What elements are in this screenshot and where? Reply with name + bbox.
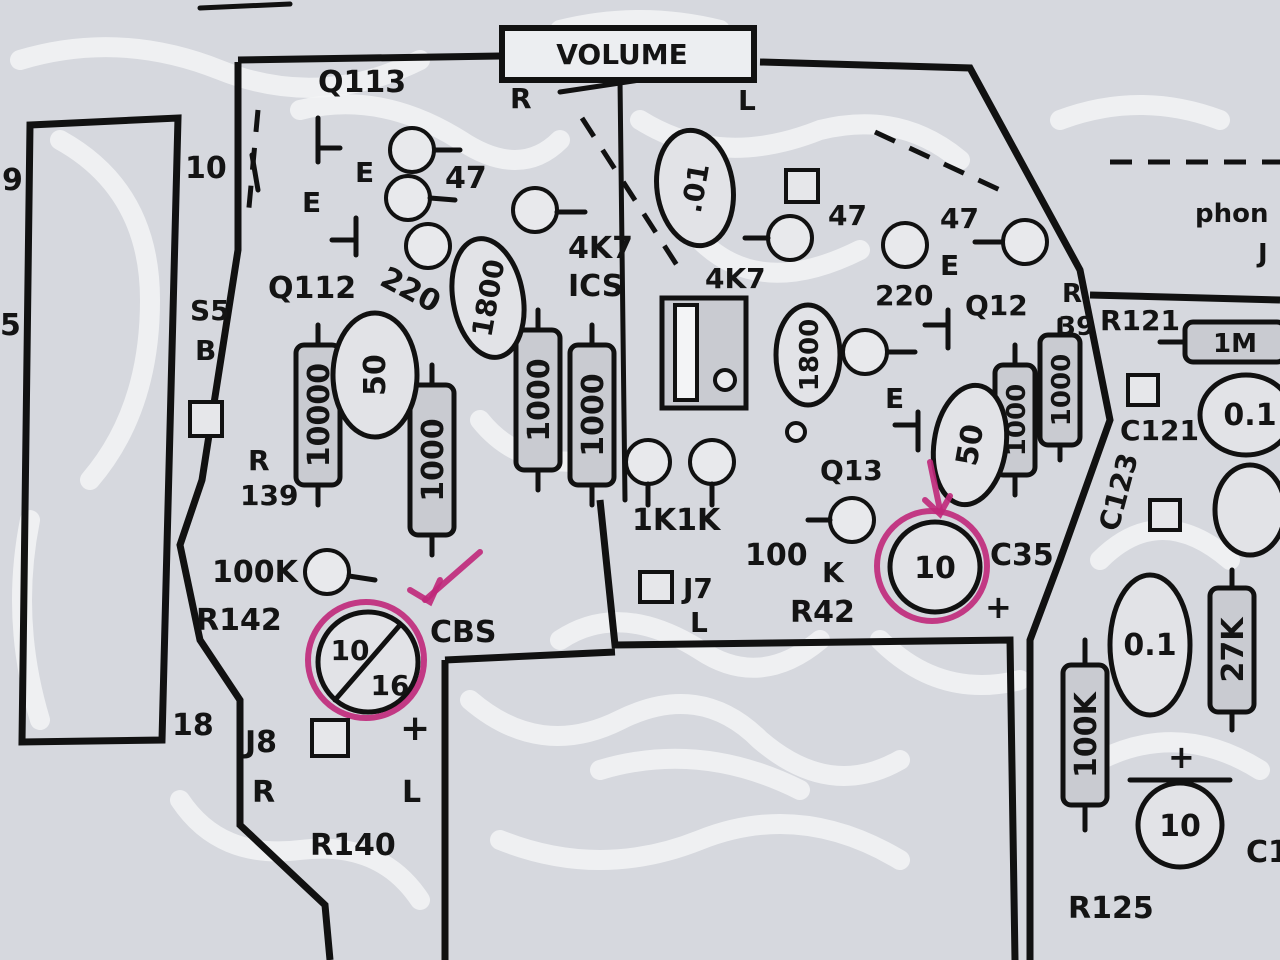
label-plus-left: + [400,708,430,749]
label-c35: C35 [990,538,1054,573]
label-e2: E [302,186,321,219]
label-4k7a: 4K7 [568,231,633,266]
oval-capacitors: 50 1800 .01 1800 50 0.1 0.1 [330,127,1280,718]
resistor-label-1000c: 1000 [576,373,611,457]
cap-label-1800-right: 1800 [795,319,825,391]
round-capacitors: 10 16 10 10 [315,519,1233,870]
label-r125: R125 [1068,891,1154,926]
label-220a: 220 [374,260,446,320]
label-phone: phon [1195,199,1269,229]
transistor-symbols [249,115,951,453]
label-47b: 47 [828,199,867,232]
c35-value: 10 [914,551,956,586]
label-j7: J7 [681,572,713,605]
resistors: 10000 1000 1000 1000 1000 1000 [293,295,1280,833]
label-100k-mid-2: K [822,556,845,589]
resistor-label-100k-right: 100K [1069,690,1104,778]
label-j8: J8 [243,725,277,760]
resistor-label-27k: 27K [1216,616,1251,683]
pin-label-18: 18 [172,708,214,743]
volume-r-label: R [510,82,532,115]
label-r140: R140 [310,828,396,863]
label-100k-left: 100K [212,555,300,590]
label-b: B [195,334,216,367]
resistor-label-1000b: 1000 [522,358,557,442]
label-220b: 220 [875,279,933,312]
cap-10-right-value: 10 [1159,809,1201,844]
label-r139-num: 139 [240,479,298,512]
cbs-value-top: 10 [331,634,370,667]
label-j8-r: R [252,775,275,810]
square-pads [188,168,1182,758]
label-l-left: L [402,775,421,810]
label-s5: S5 [190,294,230,327]
resistor-label-1000e: 1000 [1047,354,1077,426]
label-cbs: CBS [430,615,497,650]
label-r-right: R [1062,279,1082,309]
label-r42: R42 [790,595,855,630]
edge-label-9: 9 [2,163,23,198]
label-47a: 47 [445,161,487,196]
volume-label-box: VOLUME [499,25,757,83]
label-plus-mid: + [985,588,1012,626]
label-phone-j: J [1256,239,1268,269]
label-j7-l: L [690,606,708,639]
board-outlines [18,1,1280,960]
cap-label-01-top: 0.1 [1223,398,1276,433]
label-r139-r: R [248,444,270,477]
label-c121: C121 [1120,414,1199,447]
labels: 9 5 10 18 R L Q113 E E 47 Q112 220 4K7 I… [0,65,1280,926]
pin-label-10: 10 [185,151,227,186]
label-1k1k: 1K1K [632,503,722,538]
cap-label-50-left: 50 [358,354,393,396]
cap-label-50-right: 50 [950,421,992,468]
volume-label: VOLUME [556,38,688,71]
label-c1-edge: C1 [1246,835,1280,870]
label-r142: R142 [196,603,282,638]
label-q113: Q113 [318,65,406,100]
label-e3: E [940,249,959,282]
label-47c: 47 [940,202,979,235]
label-100k-mid-1: 100 [745,538,808,573]
label-e4: E [885,382,904,415]
label-ics: ICS [568,269,623,304]
highlight-marks [305,459,990,721]
resistor-label-1m: 1M [1213,329,1257,359]
volume-l-label: L [738,84,756,117]
cbs-value-bottom: 16 [371,669,410,702]
resistor-label-1000a: 1000 [416,418,451,502]
label-4k7b: 4K7 [705,262,766,295]
label-q12: Q12 [965,289,1028,322]
label-e1: E [355,156,374,189]
label-c123: C123 [1093,450,1145,535]
label-39: 39 [1058,312,1094,342]
cap-label-01-bottom: 0.1 [1123,628,1176,663]
edge-label-5: 5 [0,308,21,343]
label-r121: R121 [1100,304,1180,337]
label-plus-right: + [1168,738,1195,776]
label-q112: Q112 [268,271,356,306]
label-q13: Q13 [820,454,883,487]
pads [303,126,1049,596]
